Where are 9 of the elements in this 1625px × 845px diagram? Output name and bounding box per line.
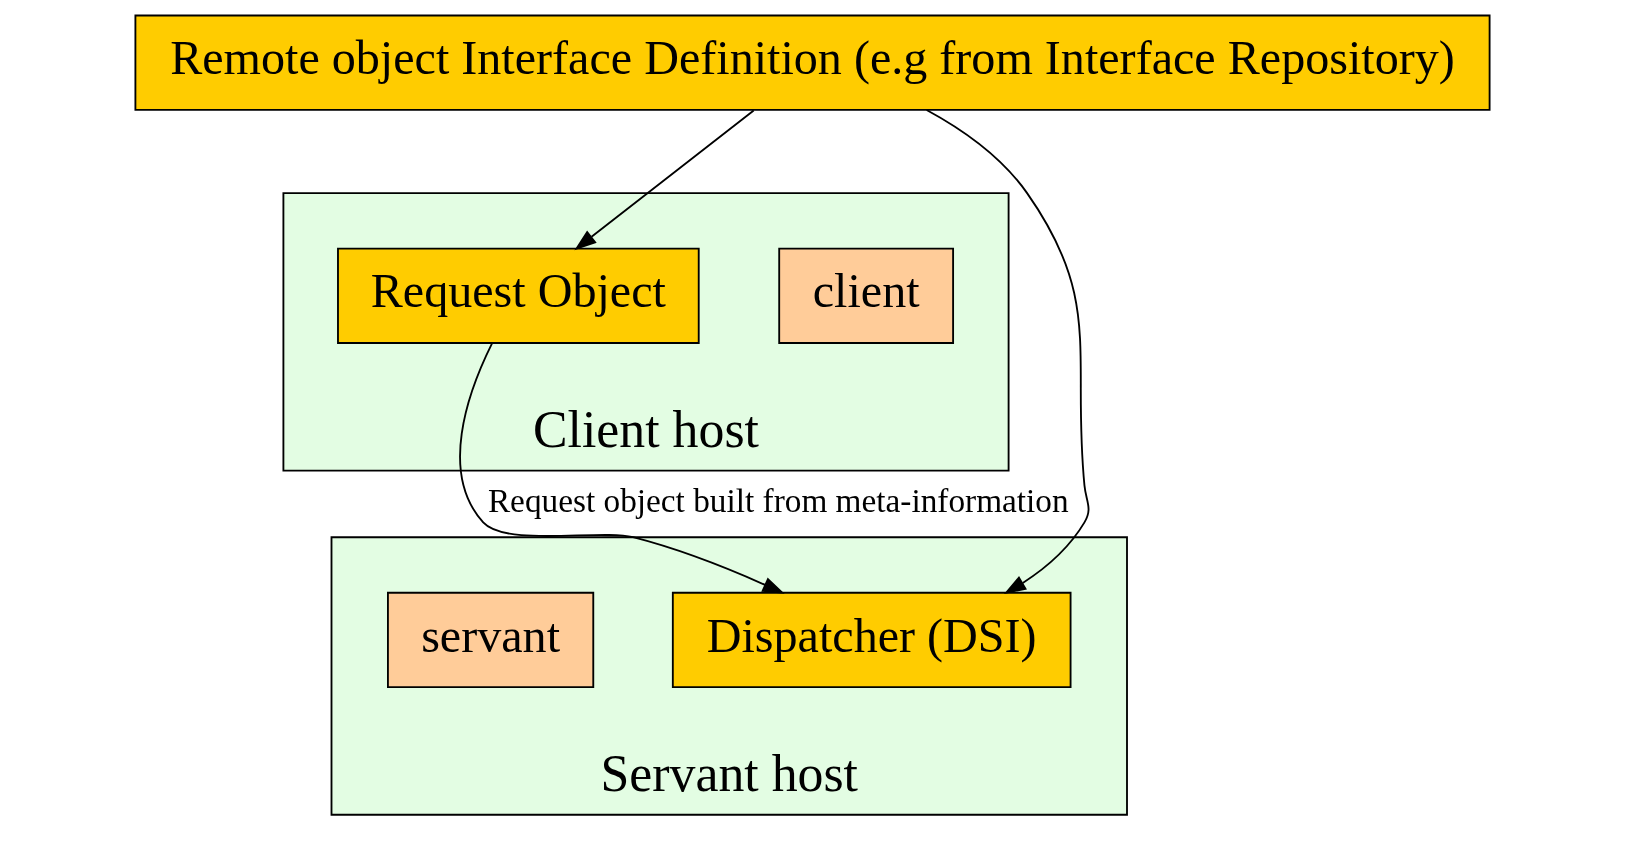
node-box: Remote object Interface Definition (e.g from Interface Repository) [134,14,1491,111]
arrow [459,342,785,594]
node-box: servant [387,591,595,688]
edge-label: Request object built from meta-information [487,482,1069,520]
node-box: Request Object [337,247,700,344]
arrow [574,109,755,251]
node-box: Dispatcher (DSI) [671,591,1072,688]
arrow [925,109,1090,595]
node-box: client [778,247,955,344]
